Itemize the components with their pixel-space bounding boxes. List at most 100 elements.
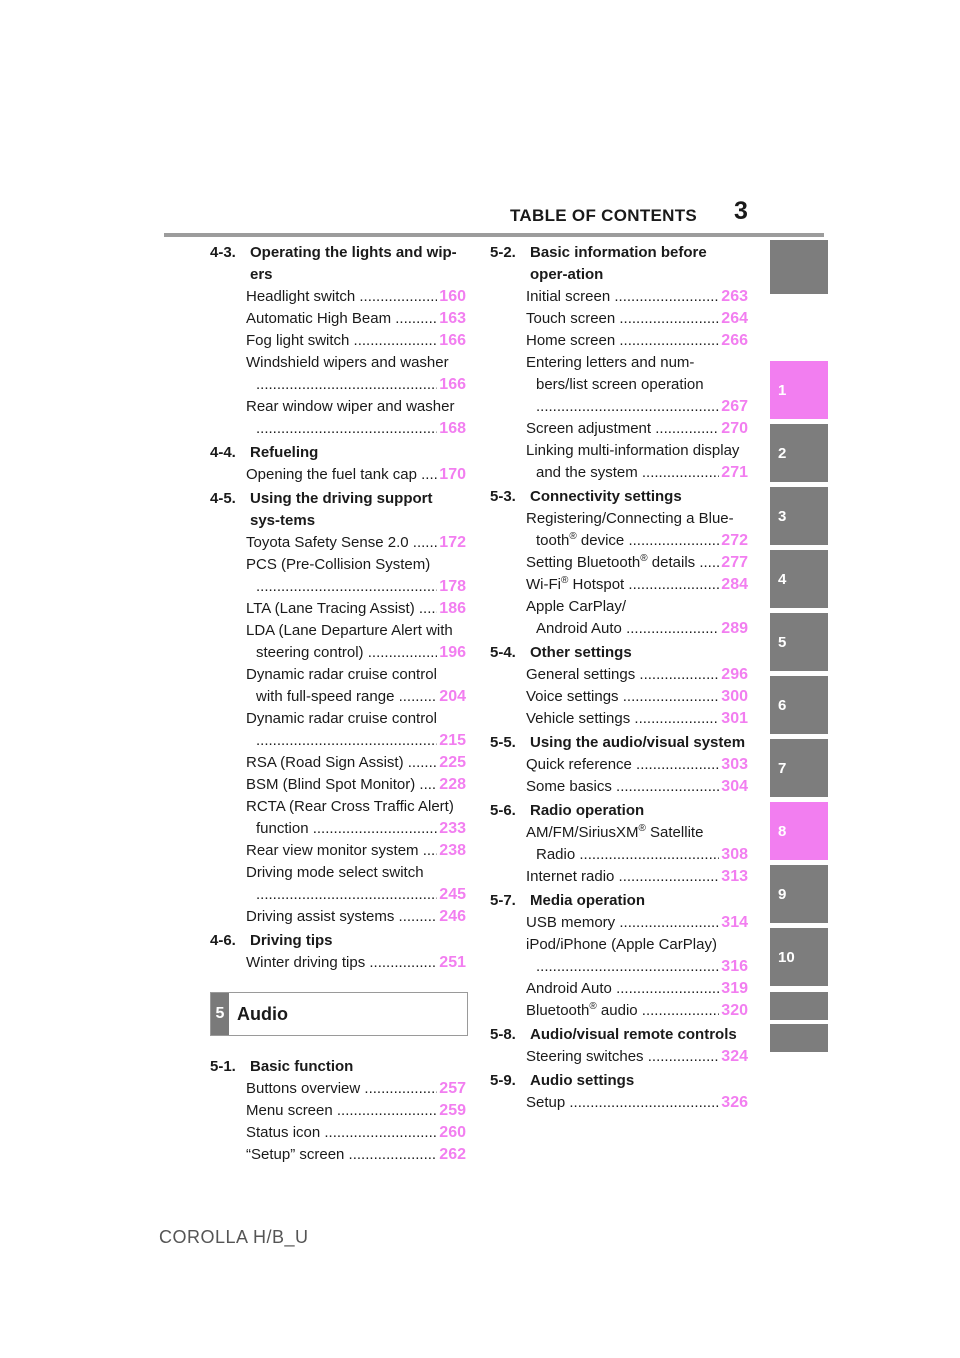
page-link[interactable]: 270: [721, 420, 748, 437]
toc-entry[interactable]: Menu screen259: [246, 1100, 466, 1122]
chapter-tab-6[interactable]: 6: [770, 676, 828, 734]
toc-entry[interactable]: “Setup” screen262: [246, 1144, 466, 1166]
page-link[interactable]: 272: [721, 532, 748, 549]
page-link[interactable]: 314: [721, 914, 748, 931]
page-link[interactable]: 215: [439, 732, 466, 749]
toc-entry[interactable]: Driving assist systems246: [246, 906, 466, 928]
toc-entry[interactable]: Status icon260: [246, 1122, 466, 1144]
toc-entry[interactable]: Fog light switch166: [246, 330, 466, 352]
chapter-tab-blank[interactable]: [770, 240, 828, 294]
toc-entry[interactable]: Rear view monitor system238: [246, 840, 466, 862]
page-link[interactable]: 289: [721, 620, 748, 637]
page-link[interactable]: 313: [721, 868, 748, 885]
page-link[interactable]: 257: [439, 1080, 466, 1097]
toc-entry[interactable]: BSM (Blind Spot Monitor)228: [246, 774, 466, 796]
page-link[interactable]: 263: [721, 288, 748, 305]
page-link[interactable]: 300: [721, 688, 748, 705]
toc-entry[interactable]: Screen adjustment270: [526, 418, 748, 440]
page-link[interactable]: 166: [439, 332, 466, 349]
page-link[interactable]: 172: [439, 534, 466, 551]
page-link[interactable]: 284: [721, 576, 748, 593]
chapter-tab-blank[interactable]: [770, 1024, 828, 1052]
chapter-box[interactable]: 5 Audio: [210, 992, 468, 1036]
page-link[interactable]: 320: [721, 1002, 748, 1019]
toc-entry[interactable]: Headlight switch160: [246, 286, 466, 308]
chapter-tab-10[interactable]: 10: [770, 928, 828, 986]
toc-entry[interactable]: Entering letters and num-bers/list scree…: [526, 352, 748, 418]
toc-entry[interactable]: Android Auto319: [526, 978, 748, 1000]
toc-entry[interactable]: Buttons overview257: [246, 1078, 466, 1100]
page-link[interactable]: 264: [721, 310, 748, 327]
chapter-tab-1[interactable]: 1: [770, 361, 828, 419]
toc-entry[interactable]: Initial screen263: [526, 286, 748, 308]
toc-entry[interactable]: Vehicle settings301: [526, 708, 748, 730]
toc-entry[interactable]: USB memory314: [526, 912, 748, 934]
toc-entry[interactable]: Touch screen264: [526, 308, 748, 330]
chapter-tab-5[interactable]: 5: [770, 613, 828, 671]
toc-entry[interactable]: Windshield wipers and washer166: [246, 352, 466, 396]
page-link[interactable]: 163: [439, 310, 466, 327]
page-link[interactable]: 160: [439, 288, 466, 305]
toc-entry[interactable]: Winter driving tips251: [246, 952, 466, 974]
toc-entry[interactable]: Toyota Safety Sense 2.0172: [246, 532, 466, 554]
page-link[interactable]: 246: [439, 908, 466, 925]
toc-entry[interactable]: General settings296: [526, 664, 748, 686]
toc-entry[interactable]: iPod/iPhone (Apple CarPlay)316: [526, 934, 748, 978]
toc-entry[interactable]: Registering/Connecting a Blue-tooth® dev…: [526, 508, 748, 552]
toc-entry[interactable]: Dynamic radar cruise control215: [246, 708, 466, 752]
page-link[interactable]: 196: [439, 644, 466, 661]
toc-entry[interactable]: Opening the fuel tank cap170: [246, 464, 466, 486]
toc-entry[interactable]: Voice settings300: [526, 686, 748, 708]
chapter-tab-7[interactable]: 7: [770, 739, 828, 797]
page-link[interactable]: 319: [721, 980, 748, 997]
page-link[interactable]: 277: [721, 554, 748, 571]
page-link[interactable]: 186: [439, 600, 466, 617]
page-link[interactable]: 266: [721, 332, 748, 349]
chapter-tab-2[interactable]: 2: [770, 424, 828, 482]
chapter-tab-3[interactable]: 3: [770, 487, 828, 545]
page-link[interactable]: 233: [439, 820, 466, 837]
toc-entry[interactable]: RCTA (Rear Cross Traffic Alert)function2…: [246, 796, 466, 840]
toc-entry[interactable]: PCS (Pre-Collision System)178: [246, 554, 466, 598]
page-link[interactable]: 204: [439, 688, 466, 705]
page-link[interactable]: 228: [439, 776, 466, 793]
toc-entry[interactable]: Automatic High Beam163: [246, 308, 466, 330]
page-link[interactable]: 326: [721, 1094, 748, 1111]
page-link[interactable]: 316: [721, 958, 748, 975]
toc-entry[interactable]: Setup326: [526, 1092, 748, 1114]
toc-entry[interactable]: Setting Bluetooth® details277: [526, 552, 748, 574]
page-link[interactable]: 225: [439, 754, 466, 771]
chapter-tab-8[interactable]: 8: [770, 802, 828, 860]
chapter-tab-blank[interactable]: [770, 992, 828, 1020]
page-link[interactable]: 259: [439, 1102, 466, 1119]
page-link[interactable]: 303: [721, 756, 748, 773]
page-link[interactable]: 170: [439, 466, 466, 483]
page-link[interactable]: 245: [439, 886, 466, 903]
page-link[interactable]: 296: [721, 666, 748, 683]
page-link[interactable]: 238: [439, 842, 466, 859]
toc-entry[interactable]: Steering switches324: [526, 1046, 748, 1068]
page-link[interactable]: 301: [721, 710, 748, 727]
toc-entry[interactable]: Bluetooth® audio320: [526, 1000, 748, 1022]
chapter-tab-9[interactable]: 9: [770, 865, 828, 923]
toc-entry[interactable]: Apple CarPlay/Android Auto289: [526, 596, 748, 640]
toc-entry[interactable]: LTA (Lane Tracing Assist)186: [246, 598, 466, 620]
toc-entry[interactable]: Rear window wiper and washer168: [246, 396, 466, 440]
toc-entry[interactable]: RSA (Road Sign Assist)225: [246, 752, 466, 774]
page-link[interactable]: 166: [439, 376, 466, 393]
page-link[interactable]: 308: [721, 846, 748, 863]
page-link[interactable]: 178: [439, 578, 466, 595]
toc-entry[interactable]: Home screen266: [526, 330, 748, 352]
page-link[interactable]: 304: [721, 778, 748, 795]
toc-entry[interactable]: Some basics304: [526, 776, 748, 798]
page-link[interactable]: 260: [439, 1124, 466, 1141]
page-link[interactable]: 324: [721, 1048, 748, 1065]
page-link[interactable]: 262: [439, 1146, 466, 1163]
chapter-tab-4[interactable]: 4: [770, 550, 828, 608]
page-link[interactable]: 267: [721, 398, 748, 415]
toc-entry[interactable]: AM/FM/SiriusXM® SatelliteRadio308: [526, 822, 748, 866]
page-link[interactable]: 168: [439, 420, 466, 437]
page-link[interactable]: 251: [439, 954, 466, 971]
